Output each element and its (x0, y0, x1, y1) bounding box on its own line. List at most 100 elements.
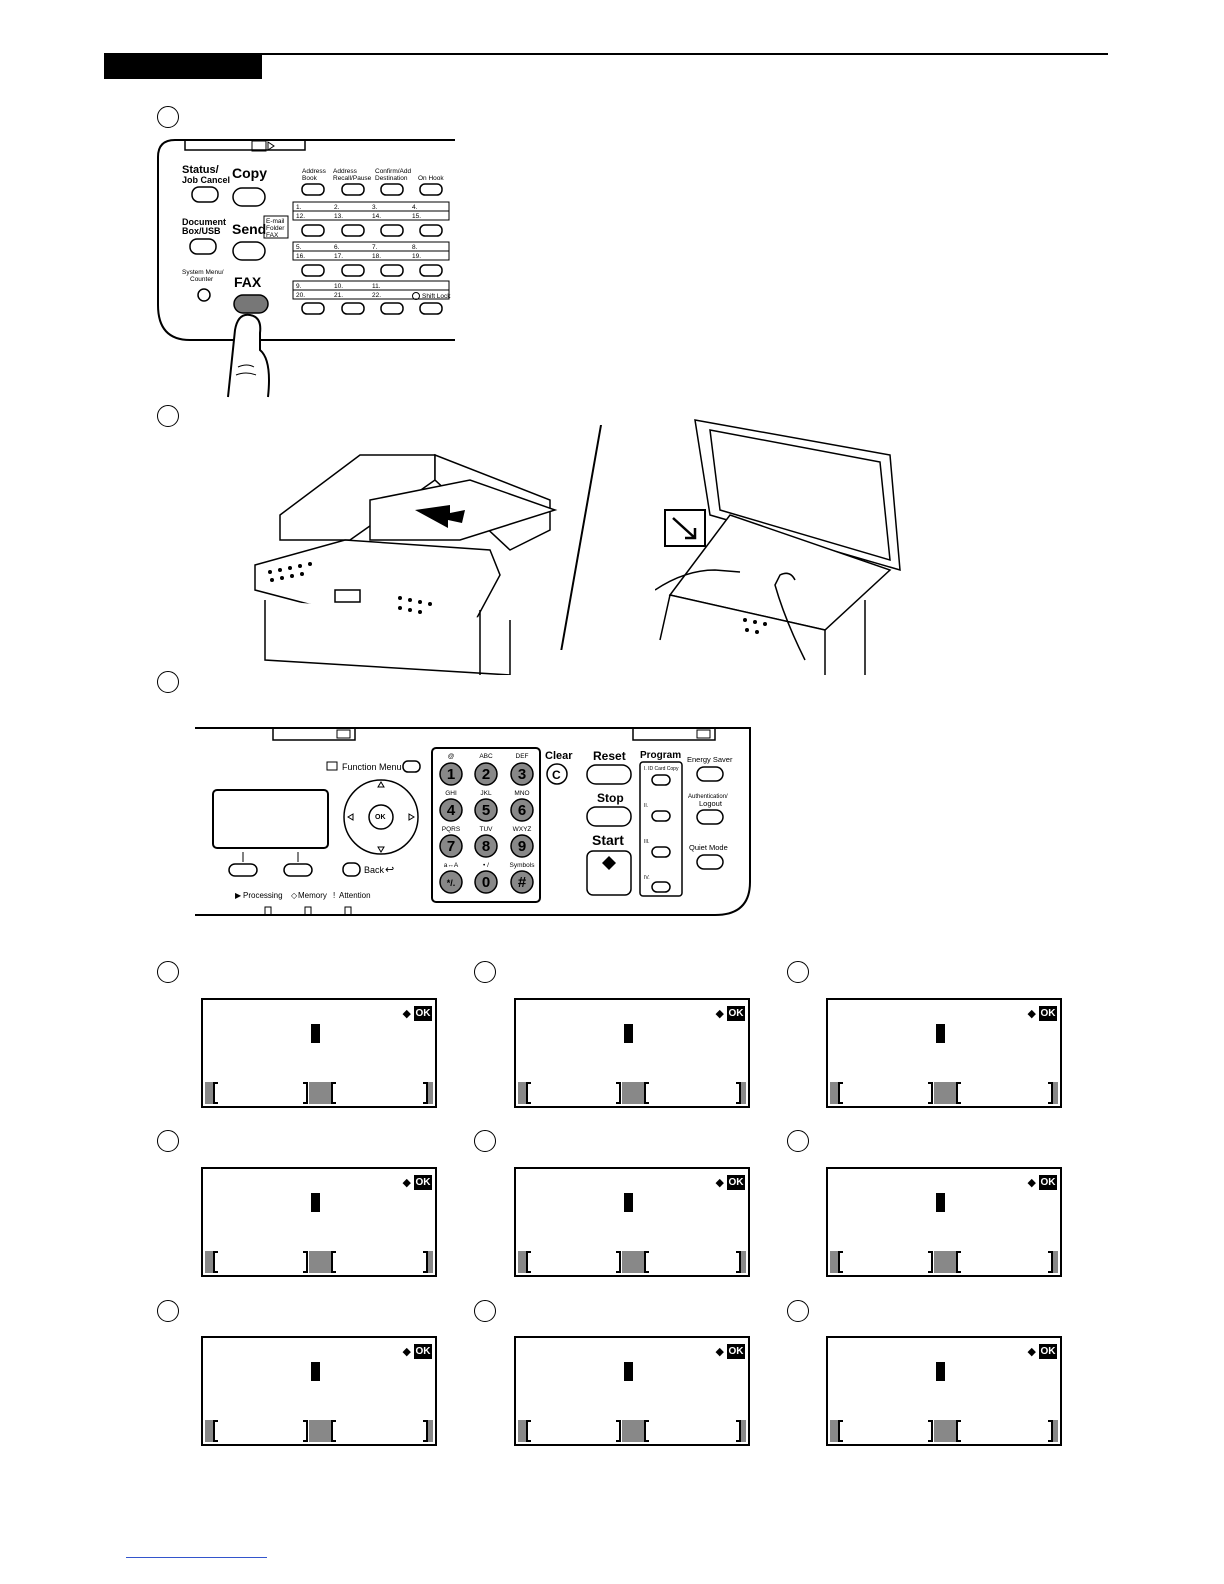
svg-text:Shift Lock: Shift Lock (422, 293, 451, 300)
reset-button[interactable] (586, 764, 632, 785)
function-menu-button[interactable] (402, 760, 421, 773)
operation-panel-full-illustration: Function Menu OK Back ↩ Processing Memor… (195, 727, 751, 916)
svg-text:18.: 18. (372, 253, 381, 260)
lcd-screen: ◆ OK (826, 1336, 1062, 1446)
stop-button[interactable] (586, 806, 632, 827)
ok-icon: OK (1039, 1175, 1057, 1190)
lang-marker (474, 1300, 496, 1322)
start-button[interactable] (586, 850, 632, 896)
lcd-screen: ◆ OK (826, 1167, 1062, 1277)
lang-marker (157, 1130, 179, 1152)
ok-icon: OK (414, 1175, 432, 1190)
lang-marker (787, 1300, 809, 1322)
svg-text:JKL: JKL (480, 790, 492, 797)
cursor-keys-icon: ◆ (715, 1008, 724, 1020)
svg-text:7: 7 (447, 838, 455, 855)
svg-text:◇: ◇ (291, 891, 298, 900)
authentication-button[interactable] (696, 809, 724, 825)
svg-text:#: # (518, 874, 527, 891)
svg-text:Memory: Memory (298, 891, 327, 900)
step-2-marker (157, 405, 179, 427)
svg-text:GHI: GHI (445, 790, 457, 797)
svg-text:17.: 17. (334, 253, 343, 260)
svg-text:6: 6 (518, 802, 526, 819)
svg-text:20.: 20. (296, 292, 305, 299)
lcd-screen: ◆ OK (201, 998, 437, 1108)
system-menu-button[interactable] (197, 288, 211, 302)
svg-text:15.: 15. (412, 213, 421, 220)
svg-text:6.: 6. (334, 244, 340, 251)
svg-text:10.: 10. (334, 283, 343, 290)
status-job-cancel-label: Status/Job Cancel (182, 164, 230, 185)
cursor-keys-icon: ◆ (1027, 1346, 1036, 1358)
document-feeder-illustration (254, 453, 558, 675)
copy-button[interactable] (232, 187, 266, 207)
svg-text:Attention: Attention (339, 891, 371, 900)
energy-saver-button[interactable] (696, 766, 724, 782)
svg-text:C: C (552, 768, 561, 782)
lcd-screen: ◆ OK (201, 1336, 437, 1446)
svg-text:4: 4 (447, 802, 456, 819)
left-select-key[interactable] (228, 863, 258, 877)
send-button[interactable] (232, 241, 266, 261)
svg-text:OK: OK (375, 814, 386, 821)
ok-icon: OK (727, 1344, 745, 1359)
stop-label: Stop (597, 791, 624, 805)
program-key-2[interactable] (651, 810, 671, 822)
program-key-3[interactable] (651, 846, 671, 858)
program-key-4[interactable] (651, 881, 671, 893)
cursor-keys-icon: ◆ (402, 1177, 411, 1189)
svg-text:III.: III. (644, 839, 650, 845)
clear-label: Clear (545, 750, 573, 762)
program-key-1[interactable] (651, 774, 671, 786)
svg-text:↩: ↩ (385, 864, 394, 876)
ok-icon: OK (1039, 1344, 1057, 1359)
status-job-cancel-button[interactable] (191, 186, 219, 203)
svg-text:Authentication/Logout: Authentication/Logout (688, 794, 728, 808)
svg-text:!: ! (333, 891, 335, 900)
energy-saver-label: Energy Saver (687, 755, 733, 764)
cursor-keys-icon: ◆ (402, 1346, 411, 1358)
svg-text:ABC: ABC (479, 753, 493, 760)
ok-icon: OK (414, 1006, 432, 1021)
lang-marker (157, 961, 179, 983)
svg-text:DEF: DEF (516, 753, 529, 760)
svg-text:4.: 4. (412, 204, 418, 211)
svg-text:a↔A: a↔A (444, 862, 459, 869)
svg-text:MNO: MNO (514, 790, 529, 797)
lcd-screen: ◆ OK (826, 998, 1062, 1108)
fax-button[interactable] (233, 294, 269, 314)
program-label: Program (640, 750, 681, 761)
back-button[interactable] (342, 862, 361, 877)
document-box-button[interactable] (189, 238, 217, 255)
ok-button[interactable] (368, 804, 394, 830)
clear-button[interactable] (546, 763, 568, 785)
right-select-key[interactable] (283, 863, 313, 877)
ok-icon: OK (727, 1006, 745, 1021)
svg-text:8: 8 (482, 838, 490, 855)
cursor-keys-icon: ◆ (1027, 1008, 1036, 1020)
svg-text:System Menu/Counter: System Menu/Counter (182, 269, 224, 283)
svg-text:5.: 5. (296, 244, 302, 251)
message-display (212, 789, 329, 849)
svg-text:1: 1 (447, 766, 455, 783)
header-tab (104, 55, 262, 79)
reset-label: Reset (593, 749, 626, 763)
footer-link-underline[interactable] (126, 1557, 267, 1558)
ok-icon: OK (414, 1344, 432, 1359)
ok-icon: OK (727, 1175, 745, 1190)
svg-text:Processing: Processing (243, 891, 283, 900)
lang-marker (787, 961, 809, 983)
quiet-mode-button[interactable] (696, 854, 724, 870)
svg-text:11.: 11. (372, 283, 381, 290)
lang-marker (474, 961, 496, 983)
finger-icon (227, 313, 270, 398)
cursor-keys-icon: ◆ (715, 1177, 724, 1189)
svg-text:• /: • / (483, 862, 489, 869)
lang-marker (157, 1300, 179, 1322)
svg-text:2.: 2. (334, 204, 340, 211)
